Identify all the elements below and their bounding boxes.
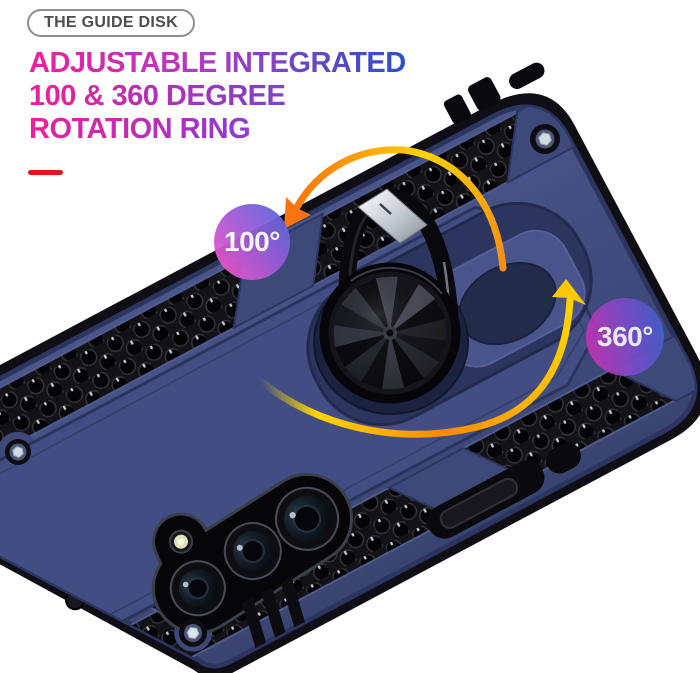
side-button-lower-edge: [427, 442, 582, 539]
title-line-2: 100 & 360 DEGREE: [29, 80, 286, 112]
metal-disc: [319, 262, 461, 404]
hex-screw-left: [5, 439, 31, 465]
corner-screws: [5, 124, 560, 647]
camera-flash: [169, 529, 194, 554]
title-underline-dash: [28, 170, 63, 175]
title-line-1: ADJUSTABLE INTEGRATED: [29, 47, 406, 79]
page-title: ADJUSTABLE INTEGRATED 100 & 360 DEGREE R…: [29, 47, 406, 146]
arrowhead-360: [552, 279, 586, 305]
camera-lens-small: [169, 560, 226, 617]
angle-badge-360: 360°: [586, 298, 664, 376]
ring-metal-clip: [357, 188, 428, 244]
speaker-slots: [242, 576, 307, 653]
ring-kickstand: [313, 188, 469, 415]
hex-screw-top: [530, 124, 560, 154]
hex-screw-bottom: [179, 619, 207, 647]
camera-module: [151, 472, 354, 635]
camera-lens-mid: [223, 522, 282, 581]
camera-lens-large: [275, 486, 340, 551]
rotation-arrow-100: [284, 146, 507, 272]
angle-badge-360-label: 360°: [597, 321, 653, 352]
pill-label: THE GUIDE DISK: [44, 14, 178, 31]
guide-disk-pill: THE GUIDE DISK: [27, 9, 195, 37]
rotation-arrow-360: [258, 279, 586, 438]
arrowhead-100: [284, 197, 311, 229]
side-buttons-top-edge: [443, 62, 545, 125]
rotation-arrows: [258, 146, 586, 438]
title-line-3: ROTATION RING: [29, 113, 251, 145]
angle-badge-100-label: 100°: [224, 226, 280, 257]
angle-badge-100: 100°: [214, 204, 290, 280]
